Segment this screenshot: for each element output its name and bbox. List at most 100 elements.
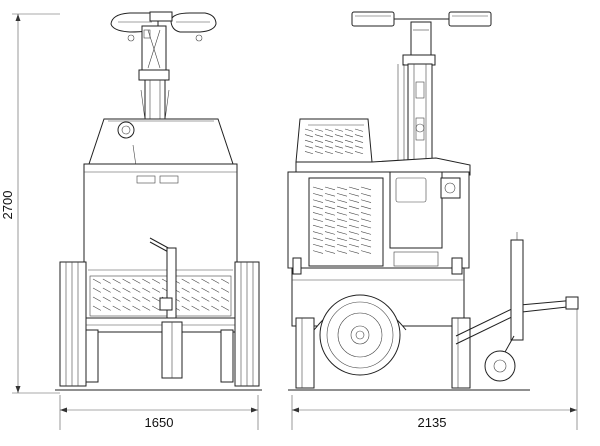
- grille-slot: [344, 151, 354, 155]
- grille-slot: [211, 287, 220, 293]
- grille-slot: [324, 186, 336, 191]
- grille-slot: [360, 186, 372, 191]
- grille-slot: [312, 231, 324, 235]
- side-body: [287, 171, 470, 269]
- front-lamp-head: [110, 11, 217, 42]
- grille-slot: [220, 305, 230, 311]
- front-roof: [88, 118, 234, 181]
- grille-slot: [312, 237, 324, 242]
- grille-slot: [312, 205, 324, 210]
- front-body: [83, 163, 238, 321]
- grille-slot: [348, 237, 360, 242]
- grille-slot: [112, 296, 121, 302]
- front-width-label: 1650: [145, 415, 174, 430]
- height-dimension: 2700: [0, 13, 60, 394]
- grille-slot: [324, 250, 336, 254]
- grille-slot: [112, 287, 121, 293]
- grille-slot: [312, 250, 324, 254]
- grille-slot: [151, 296, 161, 302]
- grille-slot: [360, 205, 372, 210]
- grille-slot: [344, 134, 354, 138]
- grille-slot: [112, 305, 121, 311]
- grille-slot: [102, 278, 111, 284]
- grille-slot: [122, 278, 131, 284]
- grille-slot: [92, 305, 102, 311]
- grille-slot: [324, 199, 336, 203]
- grille-slot: [122, 296, 131, 302]
- grille-slot: [334, 139, 344, 143]
- grille-slot: [336, 237, 348, 242]
- grille-slot: [336, 193, 348, 197]
- grille-slot: [324, 134, 334, 138]
- grille-slot: [360, 231, 372, 235]
- grille-slot: [201, 296, 210, 302]
- grille-slot: [151, 278, 161, 284]
- grille-slot: [314, 128, 324, 132]
- grille-slot: [360, 237, 372, 242]
- grille-slot: [360, 193, 372, 197]
- grille-slot: [181, 287, 190, 293]
- grille-slot: [348, 250, 360, 254]
- grille-slot: [344, 128, 354, 132]
- side-view: [287, 11, 579, 389]
- grille-slot: [360, 250, 372, 254]
- grille-slot: [304, 145, 314, 149]
- grille-slot: [348, 205, 360, 210]
- grille-slot: [348, 212, 360, 216]
- grille-slot: [354, 139, 364, 143]
- side-grille: [312, 186, 372, 254]
- grille-slot: [348, 218, 360, 222]
- grille-slot: [344, 139, 354, 143]
- grille-slot: [132, 305, 141, 311]
- grille-slot: [312, 186, 324, 191]
- grille-slot: [312, 218, 324, 222]
- grille-slot: [211, 278, 220, 284]
- side-length-label: 2135: [418, 415, 447, 430]
- side-lamp-heads: [351, 11, 492, 27]
- grille-slot: [181, 278, 190, 284]
- grille-slot: [348, 231, 360, 235]
- grille-slot: [348, 199, 360, 203]
- grille-slot: [191, 305, 200, 311]
- grille-slot: [220, 296, 230, 302]
- grille-slot: [324, 243, 336, 248]
- grille-slot: [324, 151, 334, 155]
- grille-slot: [220, 287, 230, 293]
- grille-slot: [92, 296, 102, 302]
- grille-slot: [344, 145, 354, 149]
- grille-slot: [142, 296, 151, 302]
- grille-slot: [354, 128, 364, 132]
- grille-slot: [336, 205, 348, 210]
- grille-slot: [102, 296, 111, 302]
- front-grille: [92, 278, 230, 311]
- grille-slot: [354, 145, 364, 149]
- grille-slot: [201, 305, 210, 311]
- grille-slot: [324, 145, 334, 149]
- grille-slot: [348, 243, 360, 248]
- grille-slot: [336, 231, 348, 235]
- grille-slot: [334, 128, 344, 132]
- grille-slot: [336, 224, 348, 229]
- grille-slot: [102, 287, 111, 293]
- grille-slot: [312, 199, 324, 203]
- grille-slot: [336, 186, 348, 191]
- grille-slot: [304, 134, 314, 138]
- front-chassis: [59, 261, 260, 387]
- grille-slot: [211, 296, 220, 302]
- side-wheel: [319, 294, 401, 376]
- grille-slot: [142, 305, 151, 311]
- grille-slot: [334, 151, 344, 155]
- grille-slot: [324, 231, 336, 235]
- grille-slot: [151, 305, 161, 311]
- grille-slot: [132, 278, 141, 284]
- grille-slot: [360, 224, 372, 229]
- grille-slot: [336, 199, 348, 203]
- grille-slot: [360, 199, 372, 203]
- grille-slot: [348, 193, 360, 197]
- grille-slot: [336, 212, 348, 216]
- grille-slot: [314, 145, 324, 149]
- grille-slot: [132, 296, 141, 302]
- grille-slot: [324, 212, 336, 216]
- grille-slot: [354, 134, 364, 138]
